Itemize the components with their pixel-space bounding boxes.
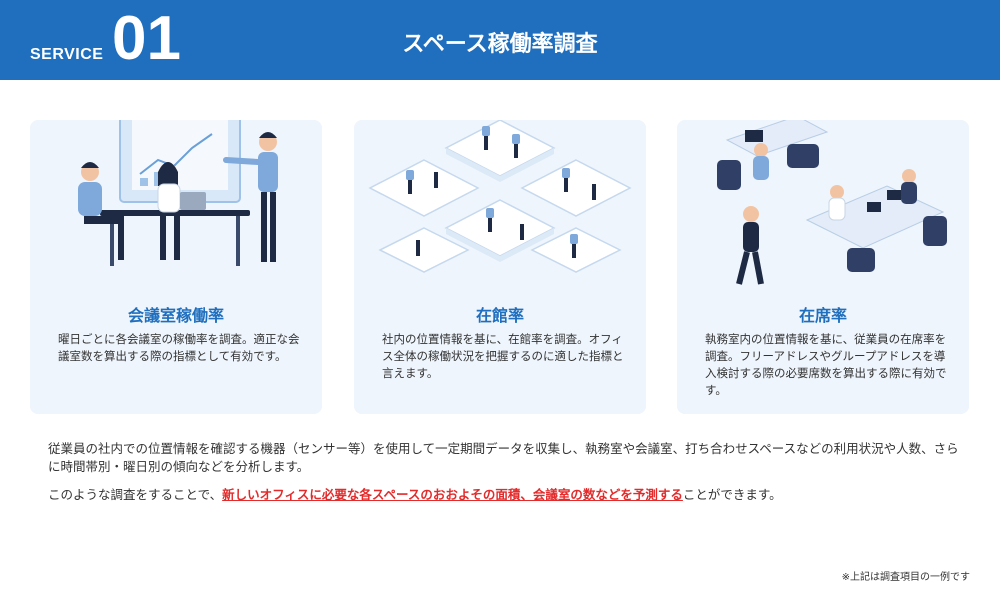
card-title: 在館率 [475,306,524,325]
card-description: 執務室内の位置情報を基に、従業員の在席率を調査。フリーアドレスやグループアドレス… [705,332,947,397]
footnote: ※上記は調査項目の一例です [841,572,970,583]
service-number: 01 [112,4,181,73]
paragraph-text: ことができます。 [682,487,782,502]
card-title: 会議室稼働率 [127,306,224,325]
page-header: SERVICE 01 スペース稼働率調査 [0,0,1000,80]
office-desks-workers-illustration [717,120,947,285]
card-meeting-room-utilization: 会議室稼働率 曜日ごとに各会議室の稼働率を調査。適正な会議室数を算出する際の指標… [30,120,322,414]
body-paragraph-2: このような調査をすることで、新しいオフィスに必要な各スペースのおおよその面積、会… [48,486,968,504]
card-description: 曜日ごとに各会議室の稼働率を調査。適正な会議室数を算出する際の指標として有効です… [58,332,300,363]
card-seat-occupancy-rate: 在席率 執務室内の位置情報を基に、従業員の在席率を調査。フリーアドレスやグループ… [677,120,969,414]
card-in-building-rate: 在館率 社内の位置情報を基に、在館率を調査。オフィス全体の稼働状況を把握するのに… [354,120,646,414]
highlighted-text: 新しいオフィスに必要な各スペースのおおよその面積、会議室の数などを予測する [222,487,683,502]
paragraph-text: このような調査をすることで、 [48,487,223,502]
service-label: SERVICE [30,46,104,63]
isometric-office-floor-illustration [368,120,632,273]
page-title: スペース稼働率調査 [402,32,598,57]
card-description: 社内の位置情報を基に、在館率を調査。オフィス全体の稼働状況を把握するのに適した指… [382,332,624,380]
card-title: 在席率 [798,306,847,325]
body-paragraph-1: 従業員の社内での位置情報を確認する機器（センサー等）を使用して一定期間データを収… [48,441,959,474]
meeting-room-presentation-illustration [78,120,278,266]
